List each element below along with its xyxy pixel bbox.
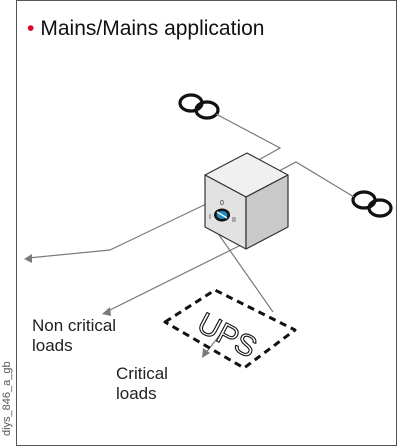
critical-line-2: loads <box>116 384 157 403</box>
source-coil-icon-right <box>351 190 393 218</box>
critical-loads-label: Critical loads <box>116 364 168 404</box>
non-critical-loads-label: Non critical loads <box>32 316 116 356</box>
switch-box <box>204 152 289 250</box>
wiring-lines <box>27 113 355 356</box>
arrow-icons <box>24 254 210 358</box>
source-coil-icon-top <box>178 93 220 120</box>
critical-line-1: Critical <box>116 364 168 383</box>
figure-code: diys_846_a_gb <box>1 361 13 436</box>
non-critical-line-2: loads <box>32 336 73 355</box>
ups-box: UPS <box>163 288 297 370</box>
non-critical-line-1: Non critical <box>32 316 117 335</box>
svg-text:I: I <box>209 214 211 221</box>
title-text: Mains/Mains application <box>40 17 265 40</box>
title-bullet-icon: • <box>27 17 35 40</box>
svg-text:II: II <box>232 217 236 224</box>
diagram-title: •Mains/Mains application <box>27 17 264 41</box>
svg-text:0: 0 <box>220 200 224 207</box>
diagram-frame <box>16 0 397 446</box>
rotary-switch-icon: 0 I II <box>209 200 236 224</box>
